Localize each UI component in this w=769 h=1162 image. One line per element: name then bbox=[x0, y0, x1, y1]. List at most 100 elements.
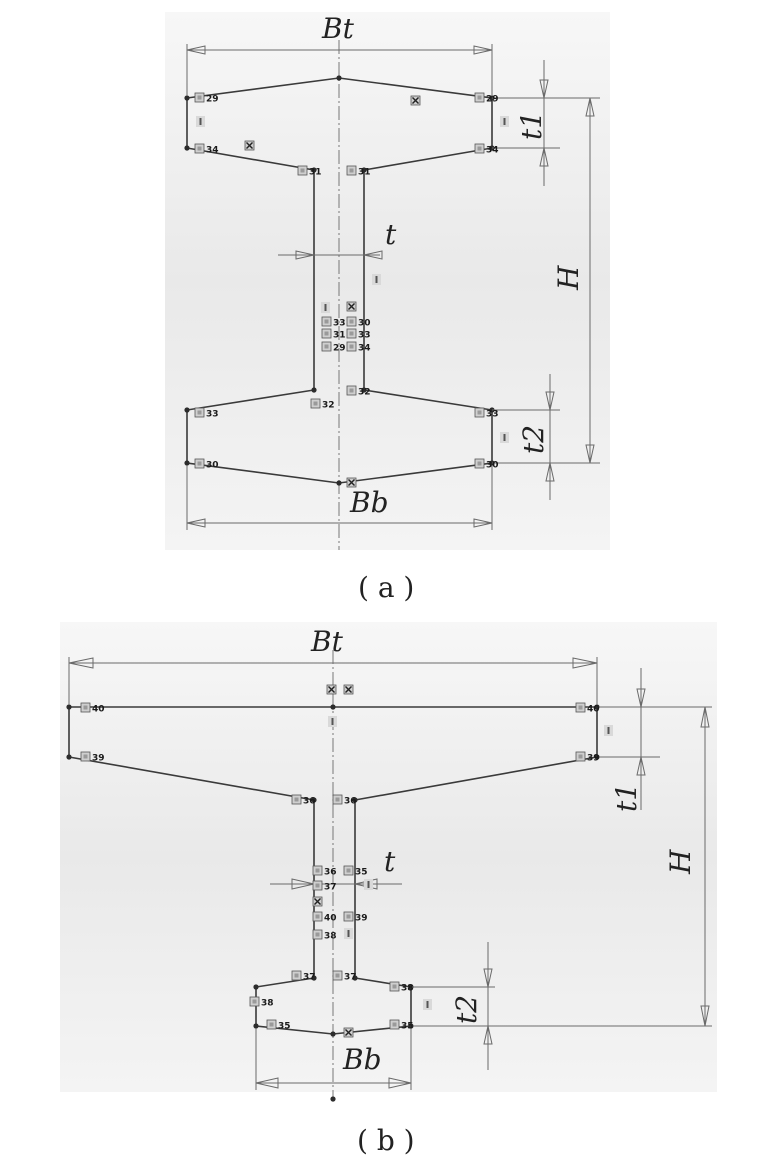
symmetric-constraint-icon[interactable] bbox=[244, 140, 255, 151]
figure-a-background bbox=[165, 12, 610, 550]
constraint-tag-label: 33 bbox=[486, 410, 499, 420]
constraint-tag[interactable]: 35 bbox=[266, 1019, 291, 1032]
constraint-tag[interactable]: 30 bbox=[194, 458, 219, 471]
figure-a-label-t1: t1 bbox=[515, 111, 548, 140]
constraint-tag[interactable]: 39 bbox=[80, 751, 105, 764]
constraint-tag-label: 35 bbox=[401, 1022, 414, 1032]
constraint-tag-label: 34 bbox=[206, 146, 219, 156]
constraint-tag[interactable]: 33 bbox=[346, 328, 371, 341]
constraint-tag-label: 33 bbox=[206, 410, 219, 420]
constraint-tag-label: 30 bbox=[206, 461, 219, 471]
constraint-tag[interactable]: 29 bbox=[194, 92, 219, 105]
constraint-tag-label: 31 bbox=[333, 331, 346, 341]
figure-b-dim-t1: t1 bbox=[597, 668, 712, 812]
constraint-tag[interactable]: 35 bbox=[389, 1019, 414, 1032]
symmetric-constraint-icon[interactable] bbox=[312, 896, 323, 907]
figure-b-label-t2: t2 bbox=[450, 995, 483, 1024]
symmetric-constraint-icon[interactable] bbox=[346, 477, 357, 488]
figure-b-dim-bb: Bb bbox=[255, 1028, 412, 1090]
figure-a-dim-bt: Bt bbox=[186, 12, 493, 96]
constraint-tag[interactable]: 40 bbox=[80, 702, 105, 715]
vertical-constraint-icon[interactable] bbox=[423, 999, 432, 1010]
constraint-tag[interactable]: 38 bbox=[312, 929, 337, 942]
figure-a: Bt t1 H t2 bbox=[165, 12, 610, 604]
constraint-tag[interactable]: 30 bbox=[474, 458, 499, 471]
constraint-tag[interactable]: 37 bbox=[312, 880, 337, 893]
figure-b-label-t1: t1 bbox=[610, 783, 643, 812]
figure-b-background bbox=[60, 622, 717, 1092]
constraint-tag-label: 29 bbox=[486, 95, 499, 105]
vertical-constraint-icon[interactable] bbox=[500, 432, 509, 443]
constraint-tag[interactable]: 33 bbox=[194, 407, 219, 420]
constraint-tag[interactable]: 33 bbox=[321, 316, 346, 329]
constraint-tag-label: 30 bbox=[486, 461, 499, 471]
constraint-tag-label: 34 bbox=[358, 344, 371, 354]
vertical-constraint-icon[interactable] bbox=[196, 116, 205, 127]
figure-b-vertices bbox=[66, 704, 600, 1037]
constraint-tag[interactable]: 32 bbox=[310, 398, 335, 411]
constraint-tag-label: 36 bbox=[303, 797, 316, 807]
constraint-tag-label: 39 bbox=[92, 754, 105, 764]
constraint-tag-label: 29 bbox=[333, 344, 346, 354]
constraint-tag[interactable]: 39 bbox=[343, 911, 368, 924]
constraint-tag[interactable]: 31 bbox=[321, 328, 346, 341]
figure-a-label-bt: Bt bbox=[321, 12, 355, 45]
constraint-tag-label: 39 bbox=[587, 754, 600, 764]
constraint-tag-label: 37 bbox=[303, 973, 316, 983]
vertical-constraint-icon[interactable] bbox=[604, 725, 613, 736]
vertical-constraint-icon[interactable] bbox=[364, 879, 373, 890]
constraint-tag[interactable]: 39 bbox=[575, 751, 600, 764]
vertical-constraint-icon[interactable] bbox=[328, 716, 337, 727]
constraint-tag-label: 36 bbox=[324, 868, 337, 878]
constraint-tag[interactable]: 34 bbox=[346, 341, 371, 354]
constraint-tag-label: 34 bbox=[486, 146, 499, 156]
constraint-tag[interactable]: 31 bbox=[346, 165, 371, 178]
constraint-tag[interactable]: 34 bbox=[474, 143, 499, 156]
symmetric-constraint-icon[interactable] bbox=[410, 95, 421, 106]
figure-b-dim-bt: Bt bbox=[68, 625, 598, 705]
constraint-tag-label: 40 bbox=[92, 705, 105, 715]
constraint-tag-label: 39 bbox=[355, 914, 368, 924]
figure-a-dim-t2: t2 bbox=[492, 374, 560, 500]
constraint-tag[interactable]: 36 bbox=[291, 794, 316, 807]
constraint-tag[interactable]: 29 bbox=[321, 341, 346, 354]
constraint-tag[interactable]: 31 bbox=[297, 165, 322, 178]
vertical-constraint-icon[interactable] bbox=[372, 274, 381, 285]
symmetric-constraint-icon[interactable] bbox=[346, 301, 357, 312]
constraint-tag[interactable]: 30 bbox=[346, 316, 371, 329]
figure-a-dim-h: H bbox=[552, 97, 600, 464]
constraint-tag[interactable]: 37 bbox=[332, 970, 357, 983]
vertical-constraint-icon[interactable] bbox=[500, 116, 509, 127]
constraint-tag[interactable]: 37 bbox=[291, 970, 316, 983]
constraint-tag[interactable]: 40 bbox=[575, 702, 600, 715]
constraint-tag[interactable]: 35 bbox=[343, 865, 368, 878]
figure-a-dim-bb: Bb bbox=[186, 465, 493, 530]
constraint-tag[interactable]: 36 bbox=[312, 865, 337, 878]
constraint-tag[interactable]: 38 bbox=[249, 996, 274, 1009]
figure-a-dim-t: t bbox=[278, 218, 397, 260]
symmetric-constraint-icon[interactable] bbox=[326, 684, 337, 695]
figure-b-label-t: t bbox=[384, 845, 396, 878]
vertical-constraint-icon[interactable] bbox=[344, 928, 353, 939]
constraint-tag-label: 33 bbox=[333, 319, 346, 329]
figure-b-constraint-tags: 40 40 39 39 36 36 36 35 37 40 39 38 37 37 38 38 35 35 bbox=[80, 684, 613, 1038]
constraint-tag[interactable]: 40 bbox=[312, 911, 337, 924]
figure-a-caption: ( a ) bbox=[358, 571, 414, 604]
constraint-tag-label: 37 bbox=[344, 973, 357, 983]
constraint-tag[interactable]: 32 bbox=[346, 385, 371, 398]
symmetric-constraint-icon[interactable] bbox=[343, 1027, 354, 1038]
constraint-tag-label: 38 bbox=[324, 932, 337, 942]
constraint-tag[interactable]: 38 bbox=[389, 981, 414, 994]
constraint-tag[interactable]: 33 bbox=[474, 407, 499, 420]
constraint-tag[interactable]: 29 bbox=[474, 92, 499, 105]
figure-b-dim-t2: t2 bbox=[411, 942, 495, 1070]
constraint-tag[interactable]: 36 bbox=[332, 794, 357, 807]
constraint-tag-label: 38 bbox=[261, 999, 274, 1009]
constraint-tag-label: 31 bbox=[309, 168, 322, 178]
symmetric-constraint-icon[interactable] bbox=[343, 684, 354, 695]
vertical-constraint-icon[interactable] bbox=[321, 302, 330, 313]
figure-a-label-t: t bbox=[385, 218, 397, 251]
constraint-tag[interactable]: 34 bbox=[194, 143, 219, 156]
constraint-tag-label: 40 bbox=[587, 705, 600, 715]
